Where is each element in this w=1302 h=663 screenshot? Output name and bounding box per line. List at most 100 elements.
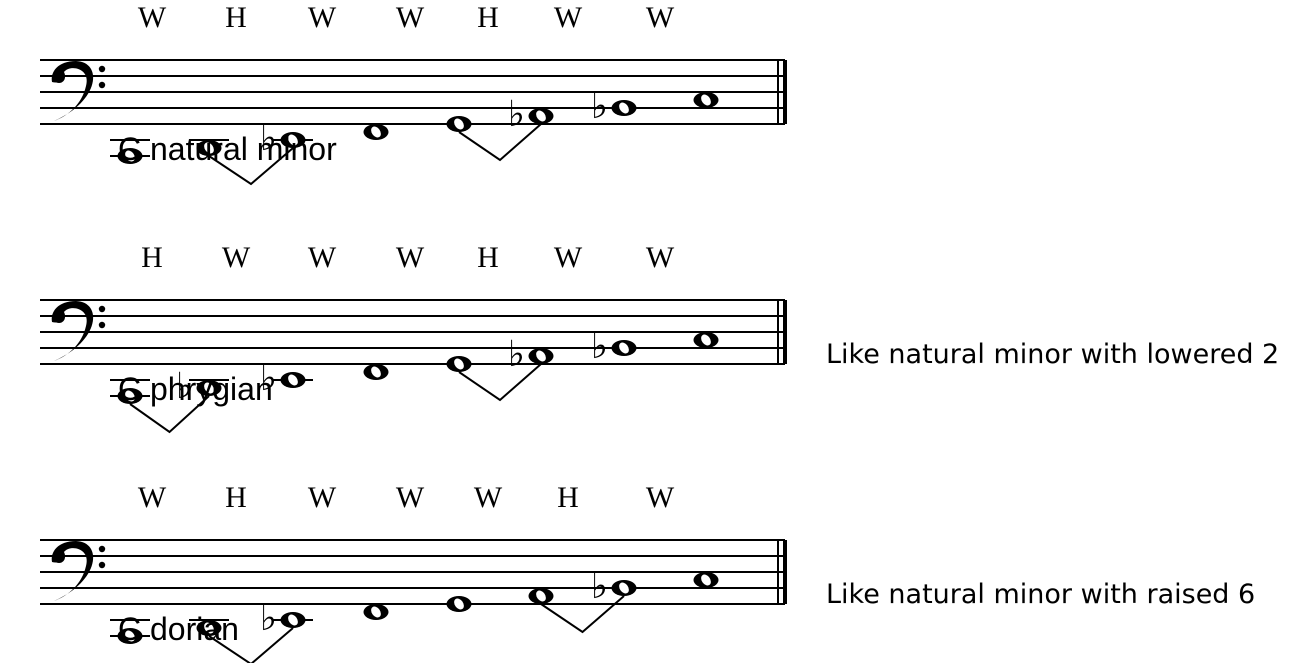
- step-label: H: [477, 1, 499, 34]
- whole-note: [446, 116, 472, 132]
- bass-clef-dot: [98, 561, 106, 569]
- step-label: W: [308, 481, 337, 514]
- half-step-bracket: [540, 595, 625, 634]
- note-hole: [454, 598, 464, 610]
- bass-clef-dot: [98, 65, 106, 73]
- step-label: W: [222, 241, 251, 274]
- note-hole: [701, 94, 711, 106]
- half-step-bracket: [129, 395, 210, 434]
- step-label: H: [141, 241, 163, 274]
- step-label: W: [396, 241, 425, 274]
- whole-note: [189, 619, 229, 636]
- note-hole: [125, 390, 135, 402]
- note-hole: [536, 350, 546, 362]
- whole-note: ♭: [176, 366, 229, 407]
- half-step-bracket: [208, 147, 294, 186]
- note-hole: [454, 118, 464, 130]
- note-hole: [288, 134, 298, 146]
- scale-name: C phrygian: [118, 371, 273, 407]
- whole-note: [446, 596, 472, 612]
- step-label: H: [477, 241, 499, 274]
- step-label: H: [225, 1, 247, 34]
- step-label: W: [646, 1, 675, 34]
- bass-clef-dot: [98, 321, 106, 329]
- step-label: W: [554, 1, 583, 34]
- whole-note: [693, 332, 719, 348]
- bass-clef-icon: [51, 541, 106, 601]
- step-label: W: [396, 1, 425, 34]
- whole-note: ♭: [508, 334, 554, 375]
- note-hole: [701, 334, 711, 346]
- bass-clef-head: [53, 551, 65, 563]
- whole-note: [189, 139, 229, 156]
- note-hole: [204, 382, 214, 394]
- whole-note: [363, 124, 389, 140]
- flat-sign: ♭: [176, 366, 193, 407]
- whole-note: [446, 356, 472, 372]
- bass-clef-head: [53, 71, 65, 83]
- note-hole: [288, 614, 298, 626]
- whole-note: [693, 92, 719, 108]
- flat-sign: ♭: [591, 86, 608, 127]
- step-label: W: [308, 241, 337, 274]
- flat-sign: ♭: [591, 566, 608, 607]
- note-hole: [536, 590, 546, 602]
- note-hole: [619, 582, 629, 594]
- scale-comment: Like natural minor with raised 6: [826, 579, 1255, 610]
- step-label: H: [225, 481, 247, 514]
- whole-note: [363, 604, 389, 620]
- note-hole: [204, 622, 214, 634]
- half-step-bracket: [458, 363, 542, 402]
- bass-clef-dot: [98, 305, 106, 313]
- whole-note: ♭: [260, 118, 313, 159]
- note-hole: [371, 126, 381, 138]
- note-hole: [371, 606, 381, 618]
- half-step-bracket: [208, 627, 294, 663]
- whole-note: [110, 379, 150, 404]
- whole-note: ♭: [591, 566, 637, 607]
- flat-sign: ♭: [591, 326, 608, 367]
- note-hole: [536, 110, 546, 122]
- note-hole: [204, 142, 214, 154]
- step-label: W: [308, 1, 337, 34]
- flat-sign: ♭: [508, 334, 525, 375]
- note-hole: [454, 358, 464, 370]
- step-label: W: [646, 241, 675, 274]
- step-label: W: [646, 481, 675, 514]
- whole-note: ♭: [591, 86, 637, 127]
- scale-comment: Like natural minor with lowered 2: [826, 339, 1279, 370]
- flat-sign: ♭: [260, 598, 277, 639]
- whole-note: ♭: [260, 358, 313, 399]
- whole-note: [110, 139, 150, 164]
- bass-clef-dot: [98, 81, 106, 89]
- note-hole: [288, 374, 298, 386]
- flat-sign: ♭: [508, 94, 525, 135]
- flat-sign: ♭: [260, 118, 277, 159]
- step-label: W: [396, 481, 425, 514]
- whole-note: ♭: [508, 94, 554, 135]
- scale-name: C natural minor: [118, 131, 337, 167]
- bass-clef-icon: [51, 61, 106, 121]
- whole-note: [363, 364, 389, 380]
- whole-note: ♭: [591, 326, 637, 367]
- note-hole: [701, 574, 711, 586]
- whole-note: [110, 619, 150, 644]
- note-hole: [619, 102, 629, 114]
- step-label: H: [557, 481, 579, 514]
- bass-clef-icon: [51, 301, 106, 361]
- bass-clef-dot: [98, 545, 106, 553]
- half-step-bracket: [458, 123, 542, 162]
- step-label: W: [474, 481, 503, 514]
- whole-note: ♭: [260, 598, 313, 639]
- note-hole: [619, 342, 629, 354]
- note-hole: [371, 366, 381, 378]
- scale-name: C dorian: [118, 611, 239, 647]
- whole-note: [528, 588, 554, 604]
- whole-note: [693, 572, 719, 588]
- flat-sign: ♭: [260, 358, 277, 399]
- bass-clef-head: [53, 311, 65, 323]
